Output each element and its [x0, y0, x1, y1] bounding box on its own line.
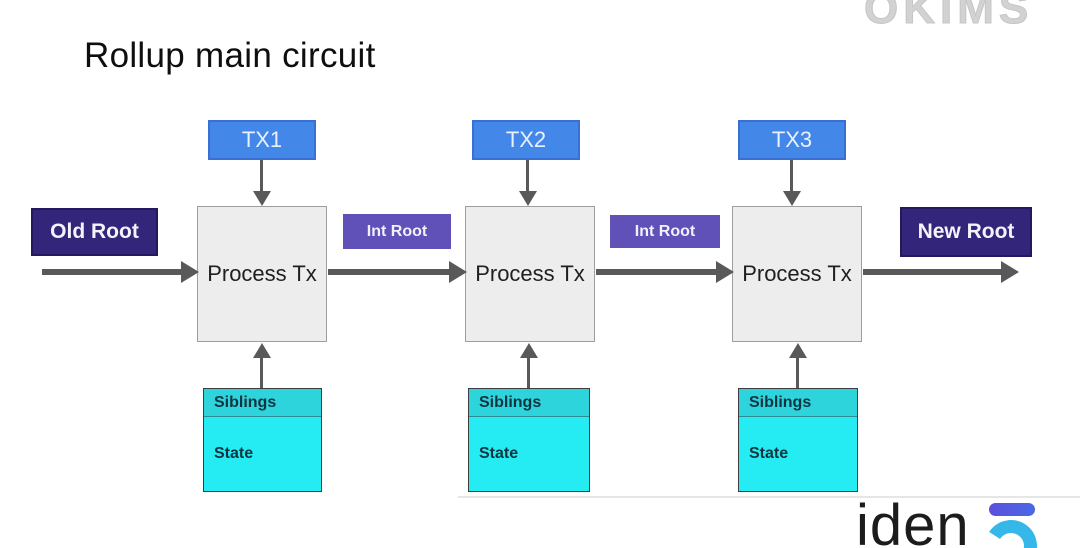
tx3-arrow-line	[790, 160, 793, 193]
memory3-siblings-header: Siblings	[739, 389, 857, 417]
memory2-state-label: State	[479, 445, 519, 462]
tx1-box: TX1	[208, 120, 316, 160]
memory1-box: Siblings State	[203, 388, 322, 492]
old-root-label: Old Root	[50, 220, 139, 243]
flow-arrow-out-head-icon	[1001, 261, 1019, 283]
memory1-arrowhead-icon	[253, 343, 271, 358]
tx2-box: TX2	[472, 120, 580, 160]
process-tx-3-box: Process Tx	[732, 206, 862, 342]
memory3-arrowhead-icon	[789, 343, 807, 358]
tx3-box: TX3	[738, 120, 846, 160]
tx1-arrow-line	[260, 160, 263, 193]
flow-arrow-in-head-icon	[181, 261, 199, 283]
iden3-logo-digit-curve	[980, 515, 1042, 548]
memory1-arrow-line	[260, 356, 263, 388]
memory3-box: Siblings State	[738, 388, 858, 492]
new-root-box: New Root	[900, 207, 1032, 257]
memory2-siblings-header: Siblings	[469, 389, 589, 417]
flow-arrow-out-line	[863, 269, 1001, 275]
memory3-state-label: State	[749, 445, 789, 462]
flow-arrow-1-2-head-icon	[449, 261, 467, 283]
int-root-2-box: Int Root	[610, 215, 720, 248]
flow-arrow-2-3-line	[596, 269, 716, 275]
tx1-label: TX1	[241, 127, 283, 152]
tx2-arrowhead-icon	[519, 191, 537, 206]
process-tx-3-label: Process Tx	[742, 261, 852, 286]
tx1-arrowhead-icon	[253, 191, 271, 206]
tx3-label: TX3	[771, 127, 813, 152]
memory1-siblings-header: Siblings	[204, 389, 321, 417]
iden3-logo-digit-bar: 3	[989, 503, 1035, 516]
memory3-arrow-line	[796, 356, 799, 388]
iden3-logo-text: iden	[856, 493, 970, 548]
footer-divider	[458, 496, 1080, 498]
old-root-box: Old Root	[31, 208, 158, 256]
int-root-1-label: Int Root	[366, 222, 428, 240]
tx3-arrowhead-icon	[783, 191, 801, 206]
watermark-text: OKIMS	[863, 0, 1034, 34]
process-tx-1-label: Process Tx	[207, 261, 317, 286]
memory2-arrowhead-icon	[520, 343, 538, 358]
page-title: Rollup main circuit	[84, 36, 376, 75]
tx2-arrow-line	[526, 160, 529, 193]
process-tx-1-box: Process Tx	[197, 206, 327, 342]
process-tx-2-label: Process Tx	[475, 261, 585, 286]
process-tx-2-box: Process Tx	[465, 206, 595, 342]
int-root-1-box: Int Root	[343, 214, 451, 249]
memory2-arrow-line	[527, 356, 530, 388]
flow-arrow-in-line	[42, 269, 181, 275]
int-root-2-label: Int Root	[634, 222, 696, 240]
flow-arrow-1-2-line	[328, 269, 449, 275]
new-root-label: New Root	[917, 220, 1015, 243]
memory1-state-label: State	[214, 445, 254, 462]
tx2-label: TX2	[505, 127, 547, 152]
flow-arrow-2-3-head-icon	[716, 261, 734, 283]
memory2-box: Siblings State	[468, 388, 590, 492]
